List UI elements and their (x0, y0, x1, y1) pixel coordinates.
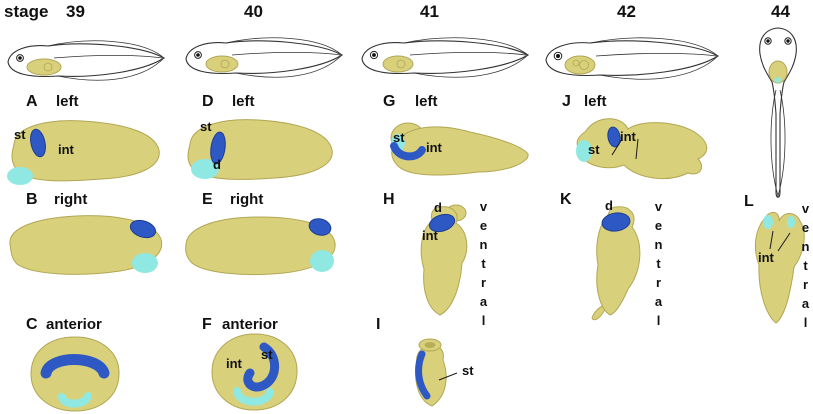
duodenum-region-cyan (132, 253, 158, 273)
panel-d-gut-illustration (187, 119, 333, 180)
panel-letter-k: K (560, 191, 572, 208)
tadpole-stage-39-drawing (7, 40, 166, 81)
gut-body (30, 336, 120, 412)
panel-letter-g: G (383, 93, 396, 110)
panel-a-st-label: st (14, 127, 26, 142)
panel-l-ventral-label: ventral (798, 201, 813, 334)
yolk-gut-region (205, 55, 239, 73)
gut-body (391, 126, 529, 176)
panel-letter-i: I (376, 316, 381, 333)
stage-number-42: 42 (617, 2, 636, 21)
int-pointer-line (777, 232, 791, 252)
panel-g-gut-illustration (390, 122, 529, 176)
panel-letter-l: L (744, 193, 754, 210)
panel-letter-a: A (26, 93, 38, 110)
panel-f-view-label: anterior (222, 316, 278, 333)
stage-label: stage (4, 2, 49, 21)
panel-j-int-label: int (620, 129, 636, 144)
panel-b-gut-illustration (9, 215, 163, 275)
panel-d-st-label: st (200, 119, 212, 134)
duodenum-region-cyan (763, 215, 773, 229)
tadpole-stage-44-drawing (759, 27, 797, 198)
panel-j-gut-illustration (576, 118, 708, 179)
panel-l-int-label: int (758, 250, 774, 265)
panel-j-view-label: left (584, 93, 607, 110)
panel-l-gut-illustration (754, 212, 805, 324)
panel-letter-j: J (562, 93, 571, 110)
stomach-region-blue (40, 354, 110, 379)
stomach-region-blue (129, 219, 157, 239)
stomach-region-blue (308, 218, 332, 236)
panel-f-gut-illustration (211, 333, 298, 411)
yolk-gut-region (382, 55, 414, 73)
panel-j-st-label: st (588, 142, 600, 157)
tadpole-stage-40-drawing (185, 37, 344, 78)
int-pointer-line (769, 230, 774, 250)
panel-g-int-label: int (426, 140, 442, 155)
panel-i-st-label: st (462, 363, 474, 378)
panel-letter-d: D (202, 93, 214, 110)
duodenum-region-cyan (7, 167, 33, 185)
yolk-gut-region (564, 55, 596, 75)
duodenum-region-cyan (310, 250, 334, 272)
stomach-region-blue (607, 126, 621, 148)
panel-letter-c: C (26, 316, 38, 333)
stage-number-39: 39 (66, 2, 85, 21)
panel-letter-f: F (202, 316, 212, 333)
stage-number-44: 44 (771, 2, 790, 21)
stomach-region-blue (30, 128, 46, 158)
stomach-region-blue (210, 131, 226, 165)
panel-c-view-label: anterior (46, 316, 102, 333)
duodenum-region-cyan (233, 387, 274, 406)
panel-letter-b: B (26, 191, 38, 208)
panel-h-ventral-label: ventral (476, 199, 491, 332)
duodenum-region-cyan (191, 159, 219, 179)
panel-a-int-label: int (58, 142, 74, 157)
panel-c-gut-illustration (30, 336, 120, 412)
gut-body (754, 212, 805, 324)
panel-b-view-label: right (54, 191, 88, 208)
duodenum-region-cyan (58, 392, 92, 408)
panel-g-view-label: left (415, 93, 438, 110)
panel-g-st-label: st (393, 130, 405, 145)
duodenum-region-blue (428, 213, 456, 233)
panel-e-view-label: right (230, 191, 264, 208)
panel-h-int-label: int (422, 228, 438, 243)
int-pointer-line (635, 138, 639, 160)
panel-d-view-label: left (232, 93, 255, 110)
panel-h-d-label: d (434, 200, 442, 215)
panel-k-gut-illustration (591, 206, 641, 321)
stomach-region-blue (390, 142, 426, 161)
panel-d-d-label: d (213, 157, 221, 172)
panel-f-int-label: int (226, 356, 242, 371)
panel-letter-e: E (202, 191, 213, 208)
stomach-region-blue (415, 350, 431, 400)
duodenum-region-cyan (576, 140, 592, 162)
int-pointer-line (611, 138, 623, 156)
stage-number-40: 40 (244, 2, 263, 21)
duodenum-region-cyan (787, 216, 795, 228)
panel-a-gut-illustration (7, 120, 160, 185)
panel-f-st-label: st (261, 347, 273, 362)
duodenum-region-blue (601, 212, 631, 232)
panel-k-ventral-label: ventral (651, 199, 666, 332)
gut-body (9, 215, 163, 275)
panel-letter-h: H (383, 191, 395, 208)
stage-number-41: 41 (420, 2, 439, 21)
tadpole-stage-42-drawing (545, 37, 720, 80)
panel-e-gut-illustration (185, 216, 336, 275)
panel-a-view-label: left (56, 93, 79, 110)
panel-i-gut-illustration (415, 338, 458, 407)
tadpole-stage-41-drawing (361, 37, 530, 78)
panel-h-gut-illustration (420, 204, 468, 316)
panel-k-d-label: d (605, 198, 613, 213)
stomach-region-blue (243, 342, 280, 392)
st-pointer-line (438, 372, 458, 381)
